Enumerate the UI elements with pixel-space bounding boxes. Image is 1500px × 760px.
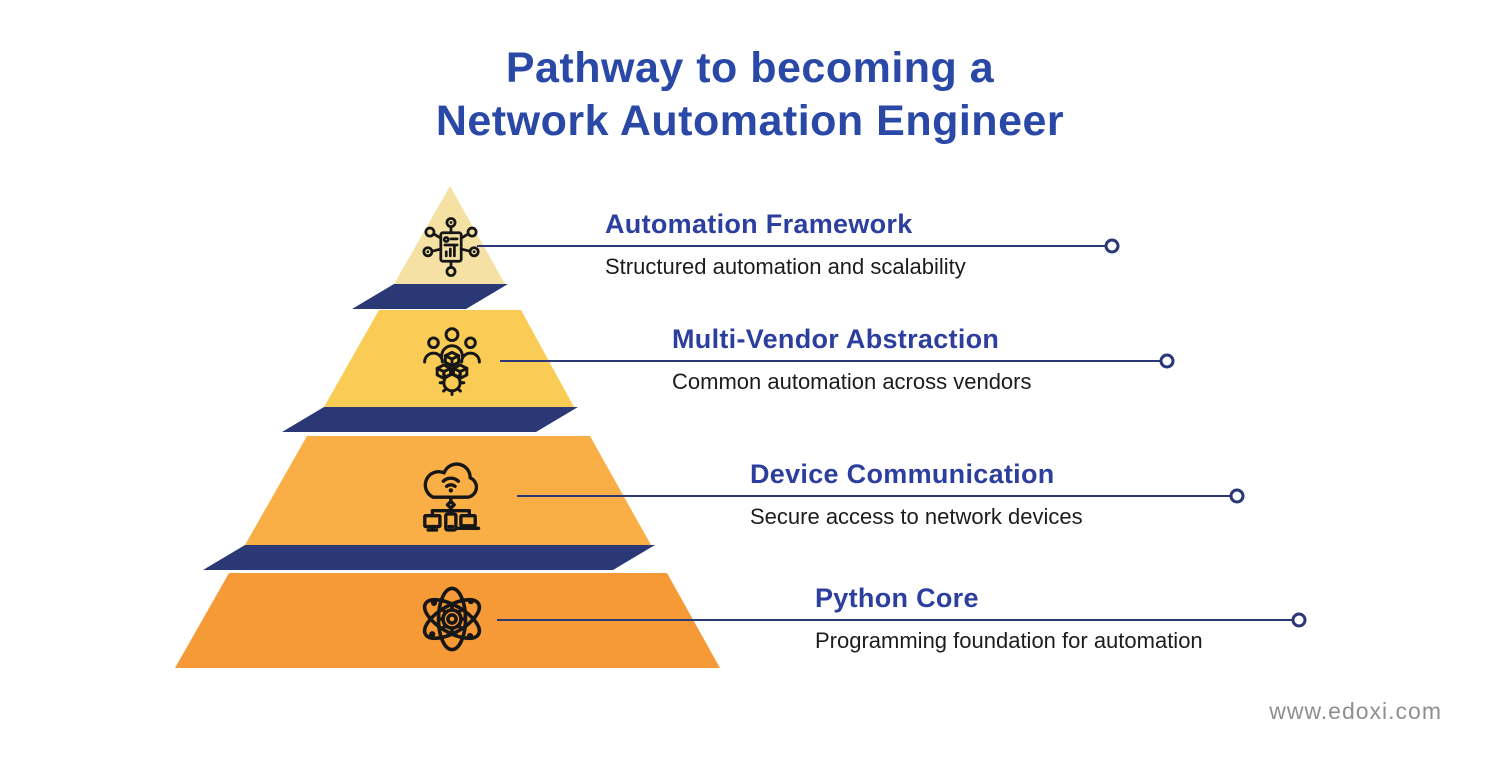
pyramid-shadow-1: [352, 284, 508, 309]
page-title-line2: Network Automation Engineer: [435, 97, 1065, 145]
connector-endpoint-2: [1159, 353, 1175, 369]
level-2-text: Multi-Vendor Abstraction Common automati…: [672, 323, 1032, 396]
page-title: Pathway to becoming a Network Automation…: [0, 42, 1500, 148]
level-4-label: Python Core: [815, 583, 979, 613]
level-3-label: Device Communication: [750, 459, 1055, 489]
level-3-description: Secure access to network devices: [750, 504, 1083, 529]
pyramid-shadow-2: [282, 407, 578, 432]
pyramid-level-3-shape: [245, 436, 651, 545]
page-title-line1: Pathway to becoming a: [505, 44, 995, 92]
cloud-devices-icon: [408, 451, 492, 535]
team-cubes-gear-icon: [415, 325, 489, 399]
level-1-label: Automation Framework: [605, 209, 913, 239]
automation-framework-icon: [417, 213, 485, 281]
level-4-text: Python Core Programming foundation for a…: [815, 582, 1203, 655]
connector-endpoint-1: [1104, 238, 1120, 254]
level-1-text: Automation Framework Structured automati…: [605, 208, 966, 281]
connector-endpoint-4: [1291, 612, 1307, 628]
level-1-description: Structured automation and scalability: [605, 254, 966, 279]
level-3-text: Device Communication Secure access to ne…: [750, 458, 1083, 531]
level-2-label: Multi-Vendor Abstraction: [672, 324, 1000, 354]
pyramid-shadow-3: [203, 545, 655, 570]
atom-gear-icon: [407, 574, 497, 664]
watermark-url: www.edoxi.com: [1269, 698, 1442, 724]
level-2-description: Common automation across vendors: [672, 369, 1032, 394]
level-4-description: Programming foundation for automation: [815, 628, 1203, 653]
pyramid-level-1-shape: [394, 186, 505, 284]
connector-endpoint-3: [1229, 488, 1245, 504]
